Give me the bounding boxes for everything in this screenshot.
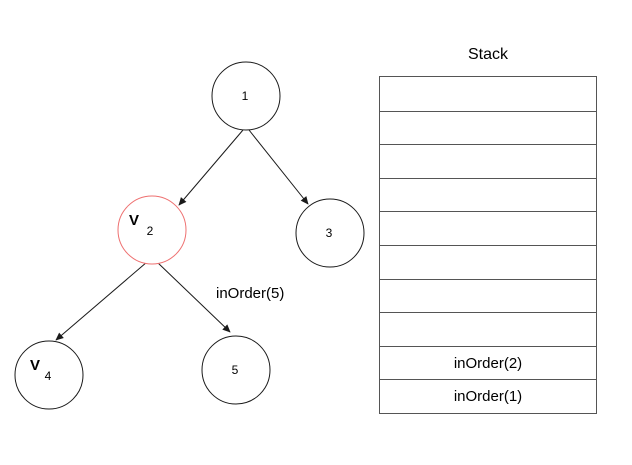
edge-1-3: [248, 129, 309, 205]
tree-node-3: [295, 198, 365, 268]
tree-node-4: [14, 340, 84, 410]
tree-node-1: [211, 61, 281, 131]
stack-row: [380, 177, 596, 212]
tree-node-1-label: 1: [242, 89, 249, 103]
inorder-call-annotation: inOrder(5): [216, 285, 284, 302]
stack-row: [380, 278, 596, 313]
edge-1-2: [178, 129, 244, 206]
stack-title: Stack: [467, 46, 508, 63]
tree-node-5-label: 5: [232, 363, 239, 377]
tree-node-5: [201, 335, 271, 405]
stack-frame-inorder-1: inOrder(1): [380, 379, 596, 413]
edge-2-5: [156, 261, 231, 333]
tree-node-4-visited-mark: V: [30, 357, 40, 374]
tree-node-2: [117, 195, 187, 265]
stack-row: [380, 211, 596, 245]
stack-row: [380, 244, 596, 279]
tree-node-4-label: 4: [45, 369, 52, 383]
stack-row: [380, 110, 596, 145]
tree-node-2-label: 2: [147, 224, 154, 238]
stack-row: [380, 77, 596, 111]
tree-node-2-visited-mark: V: [129, 212, 139, 229]
stack-frame-inorder-2: inOrder(2): [380, 345, 596, 380]
stack-table: inOrder(2) inOrder(1): [379, 76, 597, 414]
stack-row: [380, 312, 596, 346]
edge-2-4: [55, 261, 148, 341]
stack-row: [380, 144, 596, 178]
tree-node-3-label: 3: [326, 226, 333, 240]
